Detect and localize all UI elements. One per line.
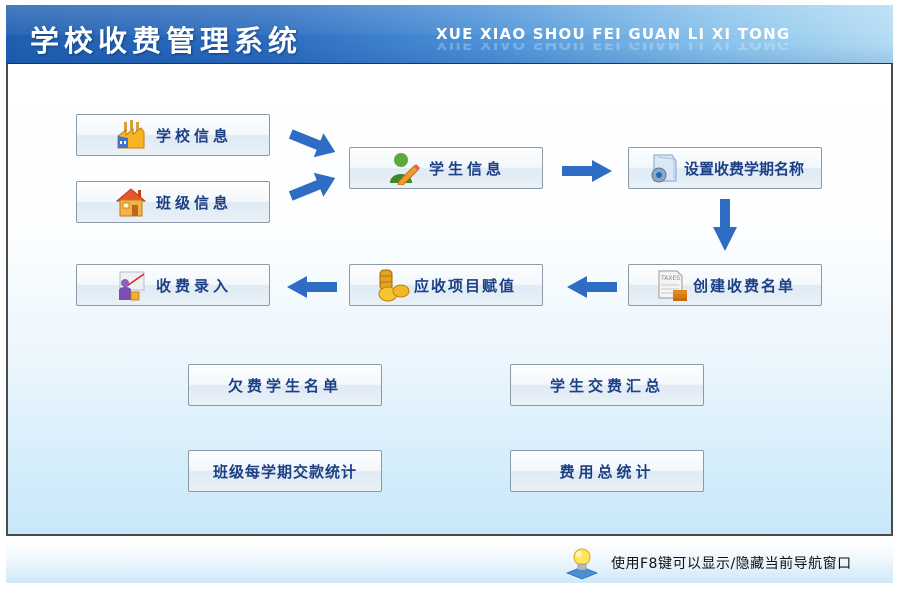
app-subtitle: XUE XIAO SHOU FEI GUAN LI XI TONG <box>436 25 791 43</box>
student-info-label: 学生信息 <box>428 159 505 178</box>
svg-text:TAXES: TAXES <box>660 275 680 282</box>
tax-sheet-icon: TAXES <box>655 268 689 302</box>
student-info-button[interactable]: 学生信息 <box>349 147 543 189</box>
create-fee-list-button[interactable]: TAXES 创建收费名单 <box>628 264 822 306</box>
arrow-left-icon <box>287 276 337 298</box>
class-term-payment-stats-button[interactable]: 班级每学期交款统计 <box>188 450 382 492</box>
class-info-label: 班级信息 <box>155 193 232 212</box>
arrow-right-icon <box>562 160 612 182</box>
factory-icon <box>114 118 148 152</box>
app-subtitle-reflection: XUE XIAO SHOU FEI GUAN LI XI TONG <box>436 43 791 53</box>
arrow-right-down-icon <box>288 129 336 158</box>
presenter-chart-icon <box>114 268 148 302</box>
assign-receivable-items-button[interactable]: 应收项目赋值 <box>349 264 543 306</box>
set-term-name-button[interactable]: 设置收费学期名称 <box>628 147 822 189</box>
user-edit-icon <box>387 151 421 186</box>
arrears-student-list-button[interactable]: 欠费学生名单 <box>188 364 382 406</box>
fee-total-stats-label: 费用总统计 <box>559 462 655 481</box>
settings-document-icon <box>646 151 680 185</box>
coins-icon <box>376 268 410 302</box>
arrears-student-list-label: 欠费学生名单 <box>227 376 342 395</box>
school-info-button[interactable]: 学校信息 <box>76 114 270 156</box>
create-fee-list-label: 创建收费名单 <box>692 276 795 295</box>
class-term-payment-stats-label: 班级每学期交款统计 <box>212 462 357 481</box>
payment-entry-button[interactable]: 收费录入 <box>76 264 270 306</box>
school-info-label: 学校信息 <box>155 126 232 145</box>
fee-total-stats-button[interactable]: 费用总统计 <box>510 450 704 492</box>
student-payment-summary-button[interactable]: 学生交费汇总 <box>510 364 704 406</box>
payment-entry-label: 收费录入 <box>155 276 232 295</box>
student-payment-summary-label: 学生交费汇总 <box>549 376 664 395</box>
set-term-name-label: 设置收费学期名称 <box>683 159 804 178</box>
lightbulb-icon <box>565 546 599 580</box>
app-title: 学校收费管理系统 <box>30 24 303 58</box>
house-icon <box>114 185 148 219</box>
class-info-button[interactable]: 班级信息 <box>76 181 270 223</box>
tip-text: 使用F8键可以显示/隐藏当前导航窗口 <box>611 556 852 572</box>
arrow-left-icon <box>567 276 617 298</box>
assign-receivable-items-label: 应收项目赋值 <box>413 276 516 295</box>
arrow-right-up-icon <box>288 172 336 201</box>
header-banner: 学校收费管理系统 XUE XIAO SHOU FEI GUAN LI XI TO… <box>6 5 893 63</box>
arrow-down-icon <box>713 199 737 251</box>
navigation-tip: 使用F8键可以显示/隐藏当前导航窗口 <box>565 545 852 581</box>
status-bar <box>6 541 893 583</box>
